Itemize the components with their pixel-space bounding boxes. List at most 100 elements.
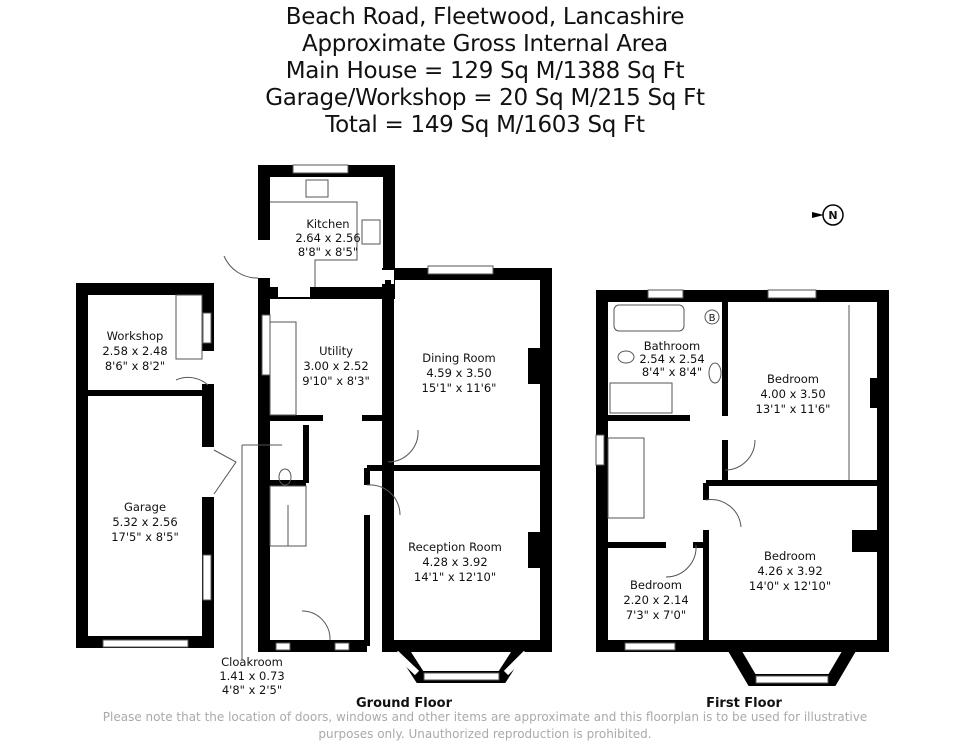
dining-chimney — [528, 348, 542, 384]
garage-side-window — [202, 554, 212, 601]
room-label-utility-part: 3.00 x 2.52 — [303, 359, 368, 373]
compass-icon: N — [812, 204, 844, 226]
room-label-reception-room: Reception Room 4.28 x 3.92 14'1" x 12'10… — [408, 540, 502, 584]
garage-side-door — [213, 449, 237, 495]
room-label-garage-part: 5.32 x 2.56 — [112, 515, 177, 529]
room-label-workshop-part: Workshop — [107, 329, 164, 343]
compass-icon-part: N — [828, 209, 837, 222]
staircase — [607, 437, 645, 519]
room-label-workshop-part: 8'6" x 8'2" — [105, 359, 165, 373]
title-garage-area: Garage/Workshop = 20 Sq M/215 Sq Ft — [265, 85, 705, 111]
room-label-bathroom: Bathroom 2.54 x 2.54 8'4" x 8'4" — [639, 339, 704, 379]
reception-door-swing — [366, 484, 401, 516]
title-address: Beach Road, Fleetwood, Lancashire — [285, 4, 685, 30]
first-floor-plan: B — [595, 289, 889, 686]
ground-floor-plan-part — [255, 240, 273, 278]
disclaimer-line-1: Please note that the location of doors, … — [102, 710, 868, 724]
bathroom-window — [647, 289, 684, 299]
sink-icon — [305, 179, 329, 198]
utility-window — [261, 314, 271, 376]
bay-window-front — [755, 675, 829, 684]
main-outer-wall — [382, 268, 552, 652]
room-label-workshop: Workshop 2.58 x 2.48 8'6" x 8'2" — [102, 329, 167, 373]
reception-chimney — [528, 532, 542, 568]
room-label-bedroom-3-part: 7'3" x 7'0" — [626, 608, 686, 622]
bath-icon — [613, 304, 685, 332]
bedroom1-door-swing — [724, 439, 756, 471]
first-floor-label: First Floor — [706, 696, 782, 711]
room-label-bathroom-part: Bathroom — [644, 339, 700, 353]
room-label-bedroom-3: Bedroom 2.20 x 2.14 7'3" x 7'0" — [623, 578, 688, 622]
shower-icon — [609, 382, 673, 414]
room-label-kitchen-part: 8'8" x 8'5" — [298, 245, 358, 259]
front-door-swing — [301, 610, 331, 641]
ground-floor-label: Ground Floor — [356, 696, 453, 711]
room-label-dining-room-part: Dining Room — [422, 351, 496, 365]
dining-door-swing — [387, 429, 419, 463]
hall-window-left — [275, 642, 291, 651]
first-floor-outer-wall — [596, 290, 889, 652]
room-label-bedroom-2: Bedroom 4.26 x 3.92 14'0" x 12'10" — [749, 549, 831, 593]
room-label-bathroom-part: 8'4" x 8'4" — [642, 365, 702, 379]
room-label-dining-room: Dining Room 4.59 x 3.50 15'1" x 11'6" — [422, 351, 497, 395]
room-label-bedroom-2-part: 4.26 x 3.92 — [757, 564, 822, 578]
room-label-reception-room-part: Reception Room — [408, 540, 502, 554]
room-label-kitchen-part: Kitchen — [306, 217, 349, 231]
workshop-door-swing — [175, 376, 209, 386]
hall-outer-wall — [258, 290, 367, 652]
ground-floor-plan-part — [503, 650, 529, 676]
first-floor-plan-part: B — [709, 313, 716, 324]
hob-icon — [361, 219, 381, 245]
boiler-icon — [704, 309, 720, 325]
room-label-bedroom-1-part: Bedroom — [767, 372, 819, 386]
ground-floor-plan-part — [175, 294, 203, 360]
room-label-bedroom-1-part: 13'1" x 11'6" — [756, 402, 831, 416]
room-label-kitchen-part: 2.64 x 2.56 — [295, 231, 360, 245]
ground-floor-plan-part — [200, 447, 216, 497]
ground-floor-plan-part — [200, 351, 216, 384]
room-label-garage-part: Garage — [124, 500, 166, 514]
room-label-garage-part: 17'5" x 8'5" — [111, 530, 179, 544]
basin-icon — [708, 362, 722, 384]
title-area-heading: Approximate Gross Internal Area — [302, 31, 668, 57]
room-label-bedroom-1: Bedroom 4.00 x 3.50 13'1" x 11'6" — [756, 372, 831, 416]
bay-window-front — [423, 672, 500, 681]
bedroom3-door-swing — [665, 544, 697, 578]
room-label-bathroom-part: 2.54 x 2.54 — [639, 352, 704, 366]
room-label-utility-part: Utility — [319, 344, 353, 358]
floorplan-title: Beach Road, Fleetwood, Lancashire Approx… — [0, 4, 970, 139]
toilet-icon — [617, 350, 635, 364]
ground-floor-plan-part — [278, 287, 310, 297]
room-label-bedroom-3-part: 2.20 x 2.14 — [623, 593, 688, 607]
hall-window-right — [334, 642, 350, 651]
room-label-reception-room-part: 4.28 x 3.92 — [422, 555, 487, 569]
bedroom3-window — [624, 642, 676, 651]
room-label-bedroom-2-part: Bedroom — [764, 549, 816, 563]
title-total-area: Total = 149 Sq M/1603 Sq Ft — [325, 112, 645, 138]
bedroom2-chimney — [852, 530, 882, 552]
landing-window — [595, 434, 605, 466]
room-label-cloakroom-part: Cloakroom — [221, 655, 283, 669]
ground-floor-plan-part — [270, 201, 358, 287]
bedroom2-door-swing — [705, 499, 742, 528]
ground-floor-plan — [76, 164, 552, 683]
disclaimer-line-2: purposes only. Unauthorized reproduction… — [318, 727, 652, 741]
toilet-icon — [278, 468, 292, 486]
room-label-cloakroom-part: 4'8" x 2'5" — [222, 683, 282, 697]
room-label-cloakroom: Cloakroom 1.41 x 0.73 4'8" x 2'5" — [219, 655, 284, 697]
room-label-bedroom-2-part: 14'0" x 12'10" — [749, 579, 831, 593]
ground-floor-plan-part — [393, 650, 420, 676]
room-label-workshop-part: 2.58 x 2.48 — [102, 344, 167, 358]
room-label-dining-room-part: 15'1" x 11'6" — [422, 381, 497, 395]
room-label-utility: Utility 3.00 x 2.52 9'10" x 8'3" — [302, 344, 370, 388]
kitchen-window — [292, 164, 349, 174]
bedroom1-window — [767, 289, 817, 299]
ground-floor-plan-part — [269, 321, 297, 416]
garage-door — [102, 639, 189, 648]
disclaimer: Please note that the location of doors, … — [0, 709, 970, 743]
kitchen-door-swing — [223, 255, 259, 279]
dining-window — [427, 265, 494, 275]
room-label-dining-room-part: 4.59 x 3.50 — [426, 366, 491, 380]
room-label-garage: Garage 5.32 x 2.56 17'5" x 8'5" — [111, 500, 179, 544]
